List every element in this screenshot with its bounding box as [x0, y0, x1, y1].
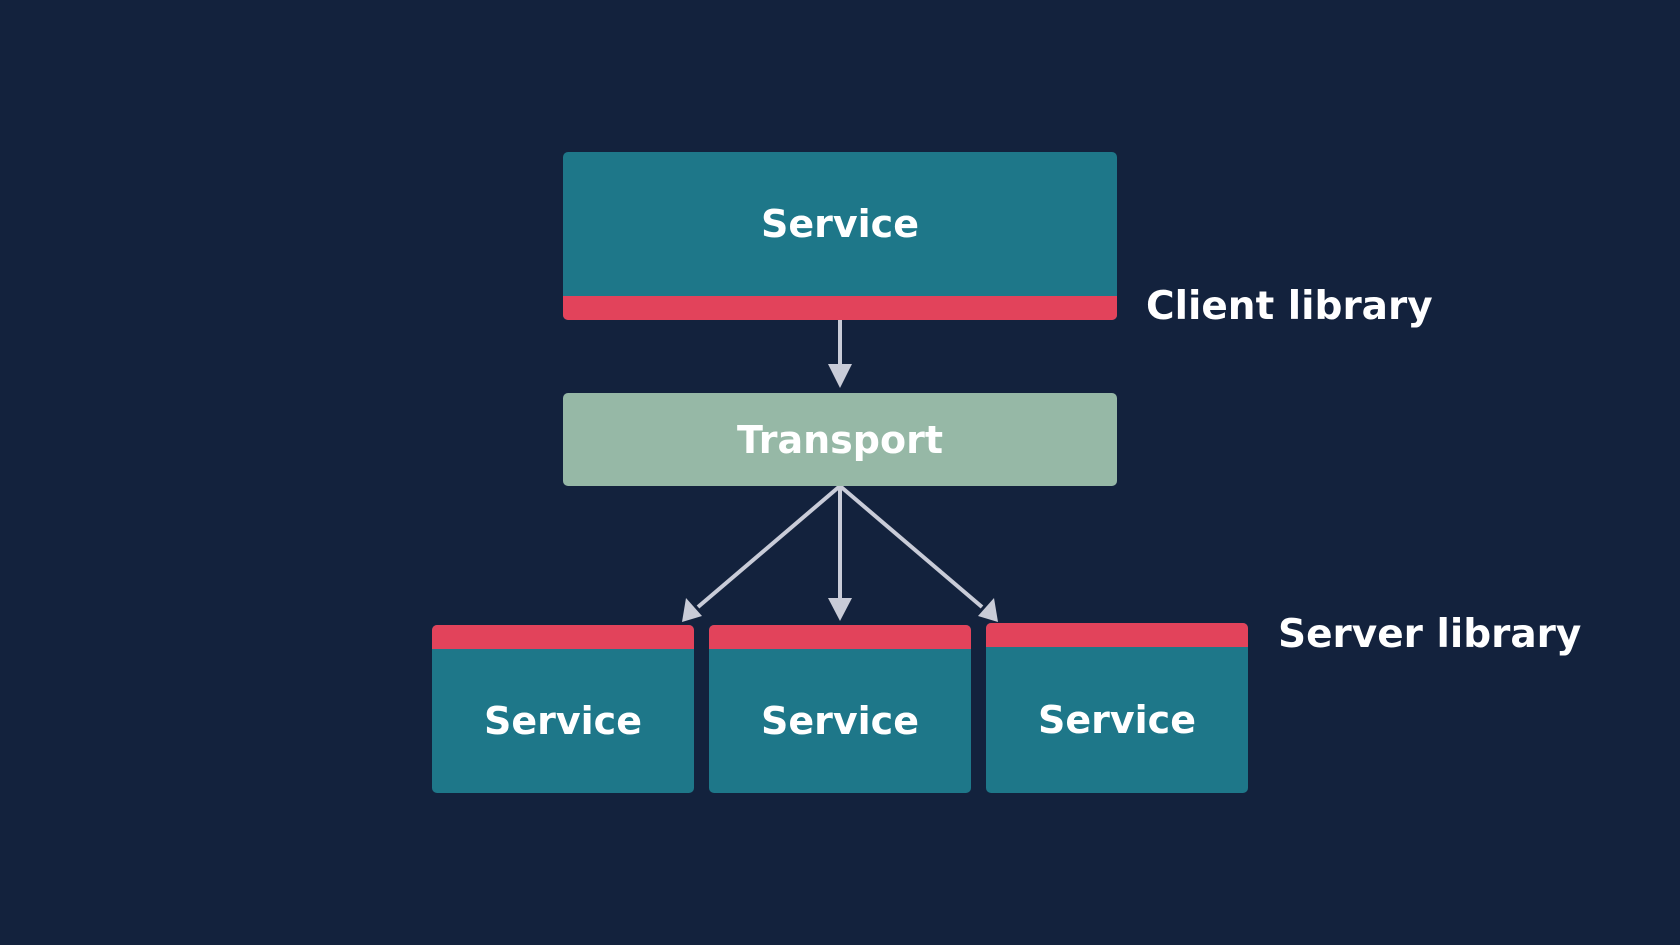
server-service-label-middle: Service — [761, 699, 919, 743]
server-service-box-middle: Service — [709, 625, 971, 793]
arrowhead-client-to-transport — [828, 364, 852, 388]
server-library-band-middle — [709, 625, 971, 649]
server-service-label-right: Service — [1038, 698, 1196, 742]
client-library-label: Client library — [1146, 284, 1433, 329]
transport-label: Transport — [736, 417, 943, 462]
arrowhead-transport-to-service-right — [978, 598, 998, 622]
server-library-band-left — [432, 625, 694, 649]
client-service-box: Service — [563, 152, 1117, 320]
server-service-label-left: Service — [484, 699, 642, 743]
server-library-band-right — [986, 623, 1248, 647]
transport-box: Transport — [563, 393, 1117, 486]
server-service-box-left: Service — [432, 625, 694, 793]
client-library-band — [563, 296, 1117, 320]
arrow-transport-to-service-right — [838, 484, 984, 609]
server-library-label: Server library — [1278, 612, 1582, 657]
arrow-transport-to-service-left — [696, 484, 842, 609]
server-service-box-right: Service — [986, 623, 1248, 793]
arrowhead-transport-to-service-left — [682, 598, 702, 622]
arrowhead-transport-to-service-middle — [828, 598, 852, 621]
client-service-label: Service — [761, 202, 919, 246]
